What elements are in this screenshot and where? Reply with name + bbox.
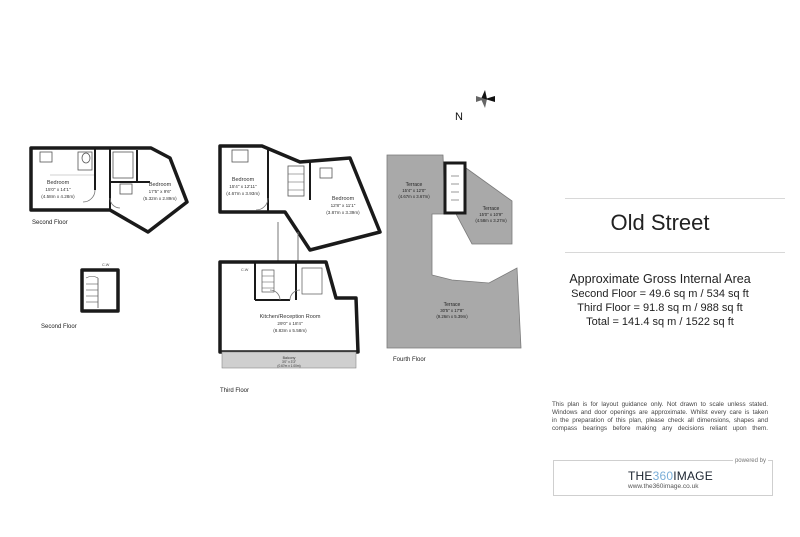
brand-url-link[interactable]: www.the360image.co.uk [628,483,699,490]
room-dimensions-metric: (5.32m x 2.89m) [143,196,177,201]
room-name: Bedroom [149,182,172,188]
compass-north-label: N [455,111,463,123]
disclaimer-line: This plan is for layout guidance only. N… [552,401,768,408]
brand-logo: THE360IMAGE [628,469,713,483]
divider [565,198,785,199]
fourth-floor-plan [386,154,522,349]
cupboard-label: C.W [241,268,249,272]
room-dimensions-imperial: 15'0" x 10'9" [479,212,503,217]
room-dimensions-metric: (4.67m x 3.93m) [226,191,260,196]
floor-label: Second Floor [32,220,68,226]
room-dimensions-imperial: 15'0" x 14'1" [45,187,71,192]
third-floor-upper-plan [218,144,382,252]
floor-label: Second Floor [41,324,77,330]
floor-label: Third Floor [220,388,249,394]
room-dimensions-metric: (3.87m x 3.39m) [326,210,360,215]
room-dimensions-imperial: 15'4" x 12'11" [229,184,257,189]
room-name: Bedroom [332,196,355,202]
room-dimensions-imperial: 30'5" x 17'8" [440,308,464,313]
room-name: Terrace [444,302,461,308]
third-floor-plan [218,260,360,369]
disclaimer-line: compass bearings before making any decis… [552,424,768,432]
second-floor-stair-plan [80,268,120,313]
room-dimensions-imperial: 17'5" x 9'6" [149,189,172,194]
room-name: Bedroom [47,180,70,186]
room-name: Terrace [483,206,500,212]
property-title: Old Street [610,210,710,235]
room-name: Balcony [283,356,296,360]
area-heading: Approximate Gross Internal Area [569,272,751,286]
room-name: Terrace [406,182,423,188]
brand-name-part: 360 [652,469,674,483]
room-dimensions-imperial: 3'0" x 3'3" [282,360,296,364]
powered-by-label: powered by [732,458,768,464]
cupboard-label: C.W [102,263,110,267]
room-dimensions-imperial: 15'4" x 12'0" [402,188,426,193]
second-floor-plan [29,146,189,234]
divider [565,252,785,253]
disclaimer-line: Windows and door openings are approximat… [552,408,768,416]
branding-box[interactable]: powered by THE360IMAGE www.the360image.c… [553,458,773,496]
room-dimensions-imperial: 12'8" x 11'1" [331,203,356,208]
area-total: Total = 141.4 sq m / 1522 sq ft [586,316,734,328]
room-dimensions-metric: (4.58m x 3.27m) [475,218,507,223]
area-second-floor: Second Floor = 49.6 sq m / 534 sq ft [571,288,749,300]
room-name: Bedroom [232,177,255,183]
area-third-floor: Third Floor = 91.8 sq m / 988 sq ft [577,302,743,314]
room-dimensions-metric: (0.67m x 1.00m) [277,364,300,368]
room-name: Kitchen/Reception Room [260,314,321,320]
compass-rose-icon [476,90,495,108]
room-dimensions-metric: (9.26m x 5.39m) [436,314,468,319]
room-dimensions-metric: (4.67m x 3.67m) [398,194,430,199]
room-dimensions-imperial: 29'0" x 18'4" [277,321,303,326]
floor-label: Fourth Floor [393,357,426,363]
brand-name-part: IMAGE [673,469,713,483]
brand-name-part: THE [628,469,653,483]
room-dimensions-metric: (8.83m x 5.58m) [273,328,307,333]
disclaimer-text: This plan is for layout guidance only. N… [552,401,768,433]
room-dimensions-metric: (4.58m x 4.28m) [41,194,75,199]
disclaimer-line: in the preparation of this plan, please … [552,416,768,424]
